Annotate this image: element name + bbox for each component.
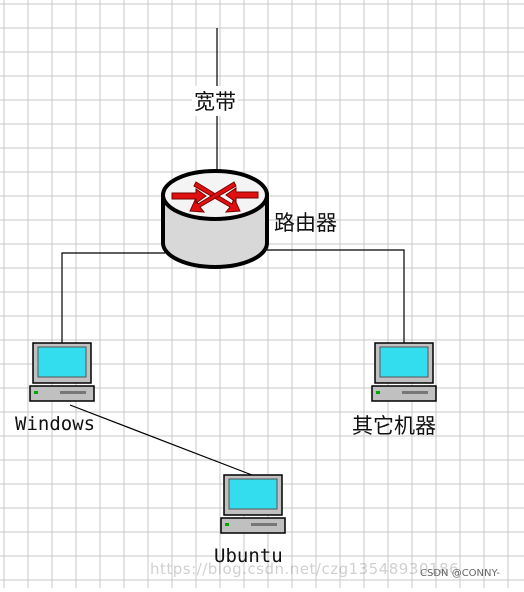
ubuntu-label: Ubuntu [214, 545, 283, 567]
edge-windows-ubuntu [69, 404, 253, 476]
computer-icon-ubuntu [220, 474, 286, 534]
router-icon [161, 169, 269, 269]
edge-router-windows [61, 252, 165, 350]
broadband-label: 宽带 [192, 86, 238, 116]
computer-icon-other [371, 342, 437, 402]
watermark-author: CSDN @CONNY- [420, 568, 501, 579]
computer-icon-windows [29, 342, 95, 402]
windows-label: Windows [15, 413, 96, 435]
router-label: 路由器 [274, 211, 337, 235]
edge-router-other [265, 249, 405, 347]
other-machine-label: 其它机器 [352, 414, 436, 438]
watermark-url: https://blog.csdn.net/czg13548930186 [150, 560, 460, 578]
